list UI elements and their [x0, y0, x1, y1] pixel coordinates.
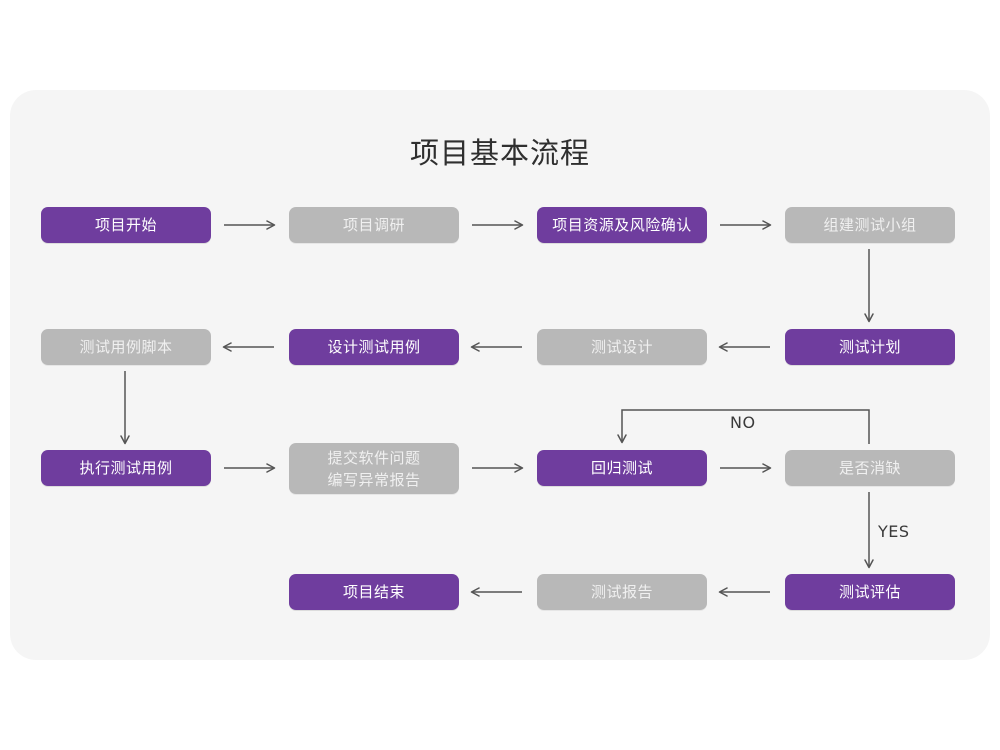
node-project-research[interactable]: 项目调研 [289, 207, 459, 243]
node-test-design[interactable]: 测试设计 [537, 329, 707, 365]
node-test-evaluation[interactable]: 测试评估 [785, 574, 955, 610]
node-regression-test[interactable]: 回归测试 [537, 450, 707, 486]
flowchart-panel [10, 90, 990, 660]
page-title: 项目基本流程 [409, 136, 590, 170]
node-design-test-cases[interactable]: 设计测试用例 [289, 329, 459, 365]
node-submit-defects-report[interactable]: 提交软件问题 编写异常报告 [289, 443, 459, 494]
edge-label-no: NO [730, 413, 756, 432]
node-test-plan[interactable]: 测试计划 [785, 329, 955, 365]
node-defects-cleared[interactable]: 是否消缺 [785, 450, 955, 486]
node-build-test-team[interactable]: 组建测试小组 [785, 207, 955, 243]
node-execute-test-cases[interactable]: 执行测试用例 [41, 450, 211, 486]
edge-label-yes: YES [878, 522, 910, 541]
node-test-report[interactable]: 测试报告 [537, 574, 707, 610]
node-project-start[interactable]: 项目开始 [41, 207, 211, 243]
node-resource-risk-confirm[interactable]: 项目资源及风险确认 [537, 207, 707, 243]
node-project-end[interactable]: 项目结束 [289, 574, 459, 610]
node-test-case-scripts[interactable]: 测试用例脚本 [41, 329, 211, 365]
